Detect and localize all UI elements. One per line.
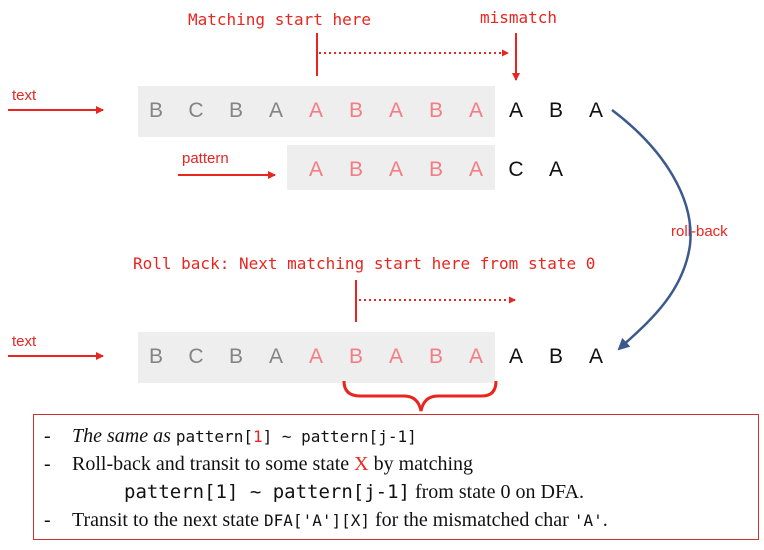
text-top-char: A bbox=[588, 99, 603, 122]
roll-back-note: Roll back: Next matching start here from… bbox=[133, 254, 596, 273]
text-top-char: A bbox=[268, 99, 283, 122]
text-top-char: B bbox=[228, 99, 243, 122]
text-top-char: A bbox=[308, 99, 323, 122]
text-bottom-char: A bbox=[588, 345, 603, 368]
text-bottom-char: C bbox=[188, 345, 204, 368]
text-label-bottom: text bbox=[12, 333, 37, 350]
text-top-char: B bbox=[428, 99, 443, 122]
explanation-line-1: -The same as pattern[1] ~ pattern[j-1] bbox=[44, 425, 417, 447]
explanation-line-2: -Roll-back and transit to some state X b… bbox=[44, 453, 474, 475]
text-bottom-char: A bbox=[508, 345, 523, 368]
pattern-char: A bbox=[548, 158, 563, 181]
text-bottom-char: A bbox=[388, 345, 403, 368]
pattern-char: B bbox=[348, 158, 363, 181]
text-top-char: A bbox=[508, 99, 523, 122]
explanation-box: -The same as pattern[1] ~ pattern[j-1] -… bbox=[33, 414, 759, 540]
pattern-matched-strip bbox=[287, 145, 495, 190]
explanation-line-4: -Transit to the next state DFA['A'][X] f… bbox=[44, 509, 608, 531]
text-bottom-char: A bbox=[308, 345, 323, 368]
pattern-char: C bbox=[508, 158, 524, 181]
matching-start-label: Matching start here bbox=[188, 10, 372, 29]
text-bottom-char: B bbox=[428, 345, 443, 368]
text-bottom-char: A bbox=[468, 345, 483, 368]
text-bottom-char: B bbox=[148, 345, 163, 368]
text-bottom-matched-strip bbox=[138, 332, 495, 383]
pattern-label: pattern bbox=[182, 150, 229, 167]
pattern-char: A bbox=[308, 158, 323, 181]
pattern-char: B bbox=[428, 158, 443, 181]
text-bottom-char: B bbox=[348, 345, 363, 368]
text-top-char: A bbox=[388, 99, 403, 122]
text-top-char: B bbox=[148, 99, 163, 122]
text-top-char: B bbox=[548, 99, 563, 122]
pattern-char: A bbox=[388, 158, 403, 181]
roll-back-side-label: roll-back bbox=[671, 223, 728, 240]
text-top-char: C bbox=[188, 99, 204, 122]
text-top-matched-strip bbox=[138, 86, 495, 137]
curly-brace bbox=[342, 380, 498, 412]
text-bottom-char: A bbox=[268, 345, 283, 368]
explanation-line-3: pattern[1] ~ pattern[j-1] from state 0 o… bbox=[124, 481, 585, 503]
text-top-char: A bbox=[468, 99, 483, 122]
text-bottom-char: B bbox=[548, 345, 563, 368]
pattern-char: A bbox=[468, 158, 483, 181]
text-label-top: text bbox=[12, 87, 37, 104]
text-top-char: B bbox=[348, 99, 363, 122]
roll-back-arrow bbox=[611, 109, 692, 351]
text-bottom-char: B bbox=[228, 345, 243, 368]
mismatch-label: mismatch bbox=[480, 8, 558, 27]
